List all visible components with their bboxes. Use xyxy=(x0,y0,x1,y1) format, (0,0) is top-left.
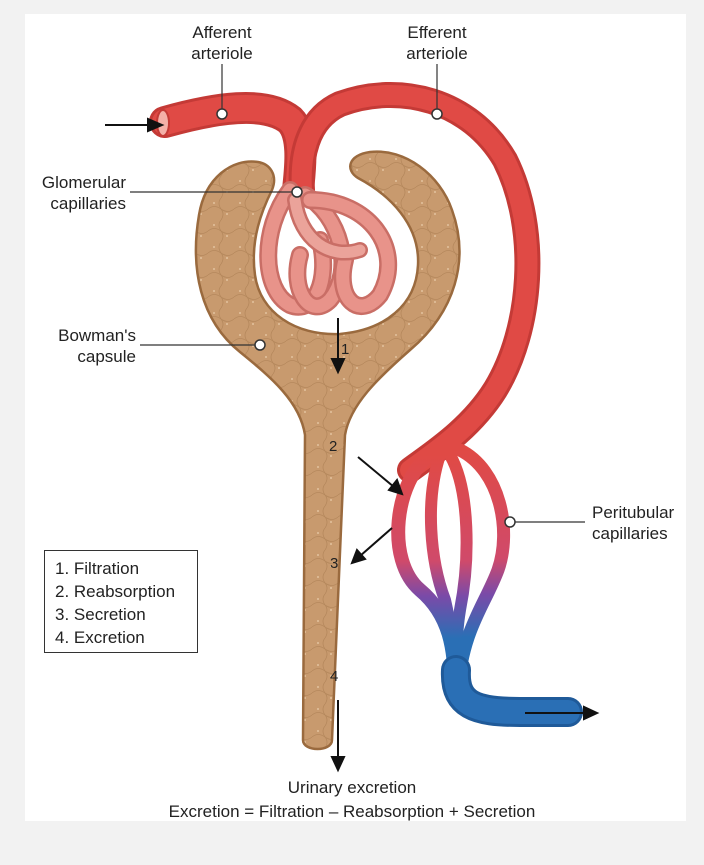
glomerular-label-line1: Glomerular xyxy=(18,172,126,193)
afferent-label-line2: arteriole xyxy=(191,43,252,64)
step-number-1: 1 xyxy=(341,341,349,358)
caption: Urinary excretion Excretion = Filtration… xyxy=(0,776,704,824)
secretion-arrow xyxy=(360,528,392,556)
legend-item-filtration: 1. Filtration xyxy=(55,557,197,580)
bowman-label-line1: Bowman's xyxy=(18,325,136,346)
legend-item-excretion: 4. Excretion xyxy=(55,626,197,649)
efferent-label-line1: Efferent xyxy=(406,22,467,43)
caption-line1: Urinary excretion xyxy=(0,776,704,800)
legend-box: 1. Filtration 2. Reabsorption 3. Secreti… xyxy=(44,550,198,653)
step-number-2: 2 xyxy=(329,438,337,455)
peritubular-capillaries-label: Peritubular capillaries xyxy=(592,502,674,544)
reabsorption-arrow xyxy=(358,457,394,487)
efferent-label-line2: arteriole xyxy=(406,43,467,64)
peritubular-pointer-dot xyxy=(505,517,515,527)
efferent-arteriole-label: Efferent arteriole xyxy=(406,22,467,64)
peritubular-capillaries xyxy=(398,450,503,690)
bowmans-capsule-label: Bowman's capsule xyxy=(18,325,136,367)
efferent-pointer-dot xyxy=(432,109,442,119)
step-number-4: 4 xyxy=(330,668,338,685)
peritubular-label-line1: Peritubular xyxy=(592,502,674,523)
glomerulus xyxy=(268,190,388,307)
glomerular-label-line2: capillaries xyxy=(18,193,126,214)
step-number-3: 3 xyxy=(330,555,338,572)
peritubular-label-line2: capillaries xyxy=(592,523,674,544)
afferent-pointer-dot xyxy=(217,109,227,119)
glomerular-capillaries-label: Glomerular capillaries xyxy=(18,172,126,214)
bowman-pointer-dot xyxy=(255,340,265,350)
glomerular-pointer-dot xyxy=(292,187,302,197)
legend-item-reabsorption: 2. Reabsorption xyxy=(55,580,197,603)
caption-line2: Excretion = Filtration – Reabsorption + … xyxy=(0,800,704,824)
legend-item-secretion: 3. Secretion xyxy=(55,603,197,626)
afferent-label-line1: Afferent xyxy=(191,22,252,43)
bowman-label-line2: capsule xyxy=(18,346,136,367)
afferent-arteriole-label: Afferent arteriole xyxy=(191,22,252,64)
